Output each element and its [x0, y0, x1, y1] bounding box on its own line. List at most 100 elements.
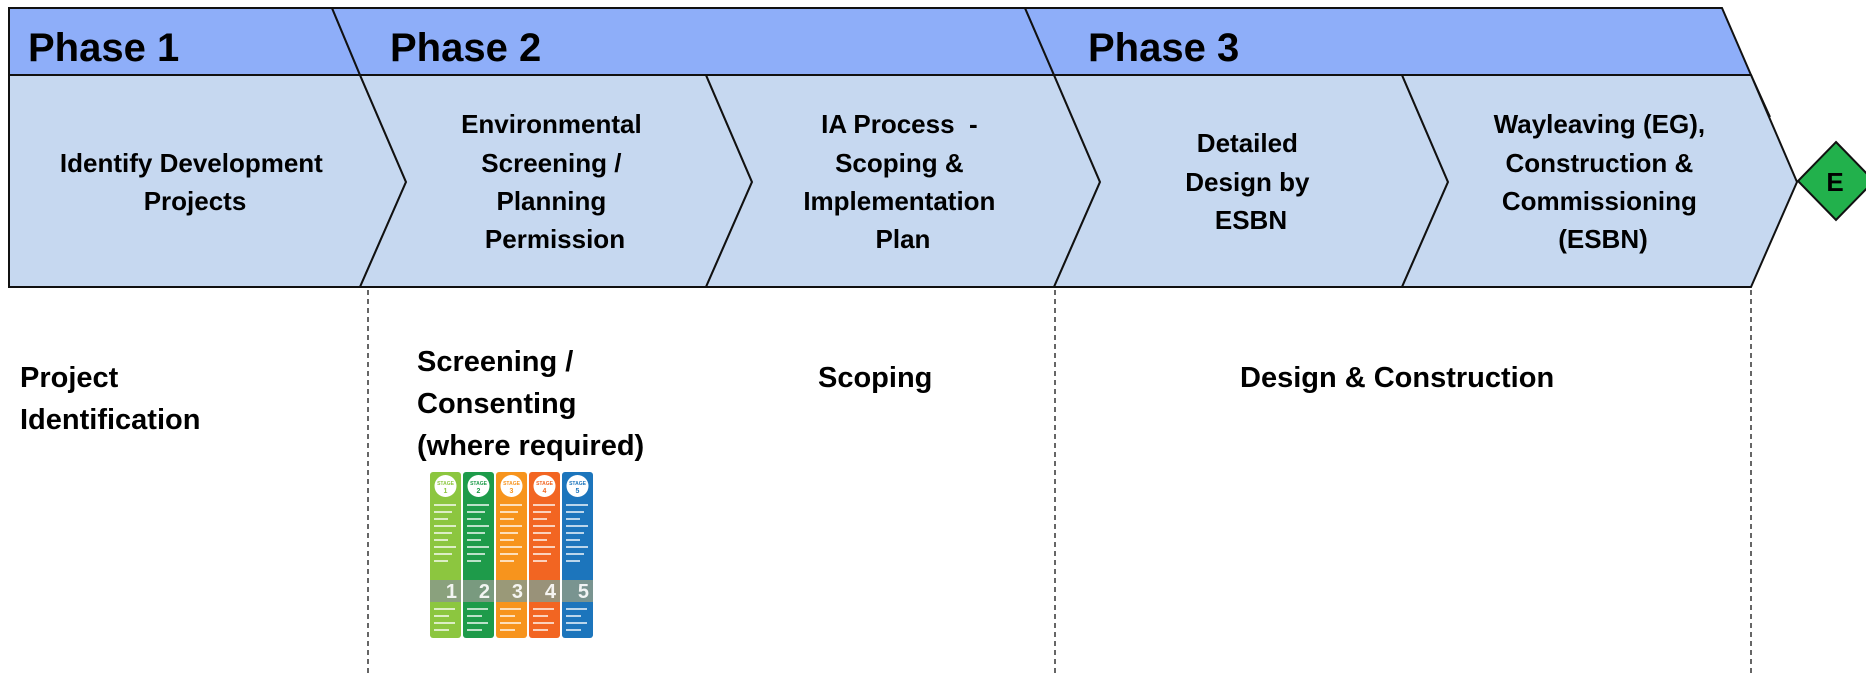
stage-footer-line [533, 608, 554, 610]
stage-badge-circle [566, 475, 589, 497]
chevron-shape-3 [704, 74, 1102, 288]
stage-text-line [533, 532, 551, 534]
stage-text-line [467, 553, 485, 555]
step-5-line-3: Commissioning [1502, 186, 1697, 216]
stage-text-line [533, 560, 547, 562]
step-5-line-4: (ESBN) [1558, 224, 1648, 254]
step-2-line-3: Planning [496, 186, 606, 216]
stage-photo-strip [529, 580, 560, 602]
stage-text-line [434, 518, 448, 520]
stage-footer-line [566, 629, 581, 631]
stage-badge-text: STAGE [536, 481, 554, 487]
stage-footer-line [500, 629, 515, 631]
stage-footer-line [533, 629, 548, 631]
stage-badge-text: STAGE [569, 481, 587, 487]
stage-big-number: 1 [446, 581, 457, 603]
stage-text-line [467, 539, 481, 541]
step-3-label: IA Process - Scoping & Implementation Pl… [803, 109, 1002, 254]
stage-text-line [533, 539, 547, 541]
step-2-line-4: Permission [485, 224, 625, 254]
stage-text-line [533, 518, 547, 520]
stage-badge-number: 2 [477, 488, 481, 495]
stage-text-line [566, 539, 580, 541]
stage-footer-line [500, 615, 515, 617]
step-2-line-1: Environmental [461, 109, 642, 139]
stage-badge-circle [434, 475, 457, 497]
stage-text-line [467, 518, 481, 520]
stage-text-line [500, 518, 514, 520]
stage-badge-number: 5 [576, 488, 580, 495]
stage-footer-line [566, 615, 581, 617]
chevron-shape-5 [1400, 74, 1799, 288]
stage-text-line [566, 546, 588, 548]
diamond-icon [1796, 140, 1866, 222]
stage-big-number: 2 [479, 581, 490, 603]
step-1-line-2: Projects [144, 186, 247, 216]
section-4-line-1: Design & Construction [1240, 362, 1554, 394]
chevron-shape-1 [8, 74, 408, 288]
stage-text-line [434, 532, 452, 534]
step-3-line-3: Implementation [803, 186, 995, 216]
step-4-line-2: Design by [1185, 167, 1310, 197]
stage-photo-strip [562, 580, 593, 602]
stage-text-line [533, 525, 555, 527]
stage-badge-number: 1 [444, 488, 448, 495]
stage-photo-strip [496, 580, 527, 602]
stage-text-line [434, 560, 448, 562]
chevron-shape-2 [358, 74, 754, 288]
stage-text-line [467, 546, 489, 548]
stage-badge-text: STAGE [437, 481, 455, 487]
stage-footer-line [566, 622, 587, 624]
stage-photo-strip [430, 580, 461, 602]
stage-big-number: 5 [578, 581, 589, 603]
stage-text-line [500, 546, 522, 548]
section-scoping: Scoping [818, 362, 932, 394]
end-marker: E [1796, 140, 1866, 222]
stage-text-line [533, 504, 555, 506]
stage-text-line [434, 546, 456, 548]
section-design-construction: Design & Construction [1240, 362, 1554, 394]
stage-text-line [533, 511, 551, 513]
stage-text-line [500, 504, 522, 506]
stage-text-line [434, 504, 456, 506]
stage-badge-number: 3 [510, 488, 514, 495]
stage-text-line [467, 532, 485, 534]
stage-text-line [500, 511, 518, 513]
stage-text-line [566, 504, 588, 506]
stage-text-line [500, 525, 522, 527]
stage-text-line [500, 539, 514, 541]
step-5-line-2: Construction & [1506, 148, 1694, 178]
step-3-line-2: Scoping & [835, 148, 964, 178]
stage-badge-number: 4 [543, 488, 547, 495]
step-4-label: Detailed Design by ESBN [1185, 128, 1316, 235]
step-1-label: Identify Development Projects [60, 148, 330, 216]
step-5-label: Wayleaving (EG), Construction & Commissi… [1494, 109, 1713, 254]
end-marker-label: E [1826, 167, 1843, 197]
stage-footer-line [467, 629, 482, 631]
stage-footer-line [566, 608, 587, 610]
section-2-line-2: Consenting [417, 388, 577, 420]
stage-footer-line [467, 622, 488, 624]
step-5-line-1: Wayleaving (EG), [1494, 109, 1705, 139]
process-chevron-row: Identify Development Projects Environmen… [8, 74, 1799, 288]
stage-big-number: 4 [545, 581, 557, 603]
section-labels: Project Identification Screening / Conse… [20, 346, 1554, 462]
stage-text-line [467, 504, 489, 506]
stage-text-line [467, 560, 481, 562]
stage-text-line [434, 539, 448, 541]
stage-text-line [434, 553, 452, 555]
section-2-line-1: Screening / [417, 346, 573, 378]
stage-text-line [566, 560, 580, 562]
stage-badge-circle [533, 475, 556, 497]
step-3-line-4: Plan [876, 224, 931, 254]
stage-text-line [533, 553, 551, 555]
stage-badge-circle [467, 475, 490, 497]
stage-footer-line [434, 608, 455, 610]
stage-text-line [467, 511, 485, 513]
